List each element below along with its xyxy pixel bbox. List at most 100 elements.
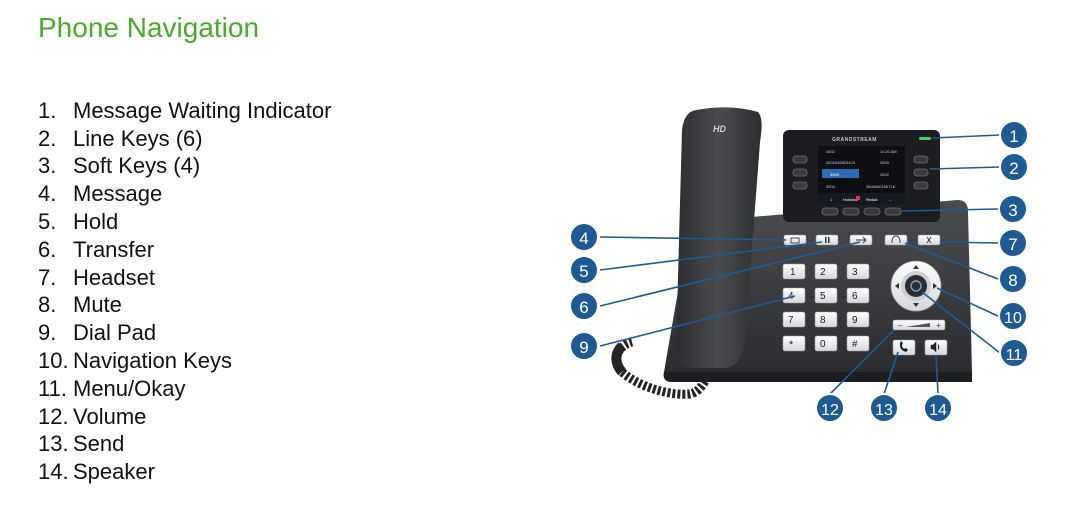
mwi-led — [919, 137, 931, 140]
leader-line-6 — [599, 241, 861, 307]
screen-soft-hotdesk: Hotdesk — [843, 197, 858, 202]
screen-soft-more: ... — [889, 197, 892, 202]
dial-key-1[interactable] — [782, 263, 806, 280]
legend-item: 11.Menu/Okay — [38, 375, 331, 403]
leader-line-12 — [829, 329, 895, 395]
legend-label: Mute — [73, 292, 122, 318]
leader-line-7 — [939, 241, 999, 244]
line-key-left-1[interactable] — [792, 155, 808, 164]
line-keys — [792, 155, 929, 190]
screen-time: 11:20 AM — [880, 149, 897, 154]
callout-10-label: 10 — [1004, 310, 1022, 327]
legend-item: 14.Speaker — [38, 458, 331, 486]
handset-hd-mark: HD — [713, 124, 726, 134]
dial-key-8-label: 8 — [820, 315, 826, 326]
phone-display: GRANDSTREAM 3602 11:20 AM 3602436523423 … — [818, 137, 931, 204]
callout-4: 4 — [569, 222, 599, 252]
callout-13-label: 13 — [875, 402, 893, 419]
leader-line-3 — [901, 208, 999, 212]
soft-key-1[interactable] — [821, 207, 839, 216]
callout-badges: 1 2 3 4 5 6 7 8 9 10 11 12 13 14 — [569, 120, 1029, 423]
dial-key-5[interactable] — [814, 287, 838, 304]
leader-line-5 — [599, 241, 823, 271]
soft-key-4[interactable] — [884, 207, 902, 216]
legend-label: Transfer — [73, 236, 155, 262]
callout-leader-lines — [599, 134, 1001, 395]
legend-item: 9. Dial Pad — [38, 319, 331, 347]
legend-number: 13. — [38, 431, 69, 457]
speaker-icon — [930, 341, 940, 353]
dial-key-3[interactable] — [846, 263, 870, 280]
callout-3-label: 3 — [1008, 201, 1017, 220]
screen-line-3: 3503 — [830, 172, 840, 177]
legend-number: 11. — [38, 375, 67, 401]
hold-key[interactable] — [815, 234, 839, 246]
leader-line-14 — [935, 354, 939, 395]
message-key[interactable] — [783, 234, 807, 246]
nav-right-icon — [933, 283, 937, 289]
legend-number: 1. — [38, 97, 57, 123]
callout-8: 8 — [998, 264, 1028, 294]
dial-key-7[interactable] — [782, 311, 806, 328]
menu-okay-button[interactable] — [905, 275, 927, 297]
screen-status-left: 3602 — [826, 149, 836, 154]
legend-number: 4. — [38, 181, 57, 207]
soft-key-3[interactable] — [863, 207, 881, 216]
legend-item: 7.Headset — [38, 264, 331, 292]
callout-6-label: 6 — [579, 298, 588, 317]
send-phone-icon — [899, 341, 908, 352]
volume-plus-label: + — [936, 321, 941, 330]
dial-pad: 1 2 3 4 5 6 7 8 9 * 0 # — [782, 263, 870, 352]
screen-line-4: 3502 — [880, 172, 890, 177]
dial-key-6[interactable] — [846, 287, 870, 304]
line-key-left-2[interactable] — [792, 168, 808, 177]
legend-number: 10. — [38, 348, 69, 374]
send-key[interactable] — [892, 339, 916, 356]
legend-label: Send — [73, 431, 125, 457]
callout-7-label: 7 — [1008, 235, 1017, 254]
leader-line-10 — [936, 287, 999, 317]
nav-down-icon — [913, 303, 919, 307]
menu-okay-icon — [910, 280, 922, 292]
legend-number: 2. — [38, 125, 57, 151]
legend-item: 5.Hold — [38, 208, 331, 236]
callout-12-label: 12 — [821, 402, 839, 419]
screen-soft-count: 1 — [830, 197, 833, 202]
callout-6: 6 — [569, 291, 599, 321]
screen-soft-redial: Redial — [866, 197, 877, 202]
dial-key-star[interactable] — [782, 335, 806, 352]
dial-key-2[interactable] — [814, 263, 838, 280]
line-key-left-3[interactable] — [792, 181, 808, 190]
callout-9-label: 9 — [579, 338, 588, 357]
dial-key-9[interactable] — [846, 311, 870, 328]
leader-line-9 — [599, 295, 796, 347]
line-key-right-3[interactable] — [913, 181, 929, 190]
line-key-right-2[interactable] — [913, 168, 929, 177]
dial-key-8[interactable] — [814, 311, 838, 328]
screen-alert-icon — [856, 196, 860, 200]
legend-label: Volume — [73, 403, 147, 429]
screen-line-1: 3602436523423 — [826, 160, 856, 165]
soft-key-2[interactable] — [842, 207, 860, 216]
dial-key-3-label: 3 — [852, 267, 858, 278]
legend-label: Dial Pad — [73, 320, 157, 346]
legend-number: 9. — [38, 320, 57, 346]
dial-key-0[interactable] — [814, 335, 838, 352]
message-icon — [790, 237, 800, 244]
leader-line-2 — [929, 166, 1001, 170]
callout-10: 10 — [998, 301, 1028, 331]
screen-line-6: 3848980155716 — [866, 184, 896, 189]
headset-key[interactable] — [884, 234, 908, 246]
line-key-right-1[interactable] — [913, 155, 929, 164]
dial-key-hash[interactable] — [846, 335, 870, 352]
legend-number: 14. — [38, 459, 69, 485]
dial-key-1-label: 1 — [790, 267, 796, 278]
navigation-cluster — [890, 260, 942, 312]
screen-selected-line — [822, 169, 859, 178]
callout-13: 13 — [869, 393, 899, 423]
dial-key-star-label: * — [789, 339, 794, 351]
dial-key-hash-label: # — [852, 339, 858, 350]
component-legend: 1.Message Waiting Indicator 2.Line Keys … — [38, 97, 331, 486]
dial-key-6-label: 6 — [852, 291, 858, 302]
headset-icon — [891, 235, 901, 244]
